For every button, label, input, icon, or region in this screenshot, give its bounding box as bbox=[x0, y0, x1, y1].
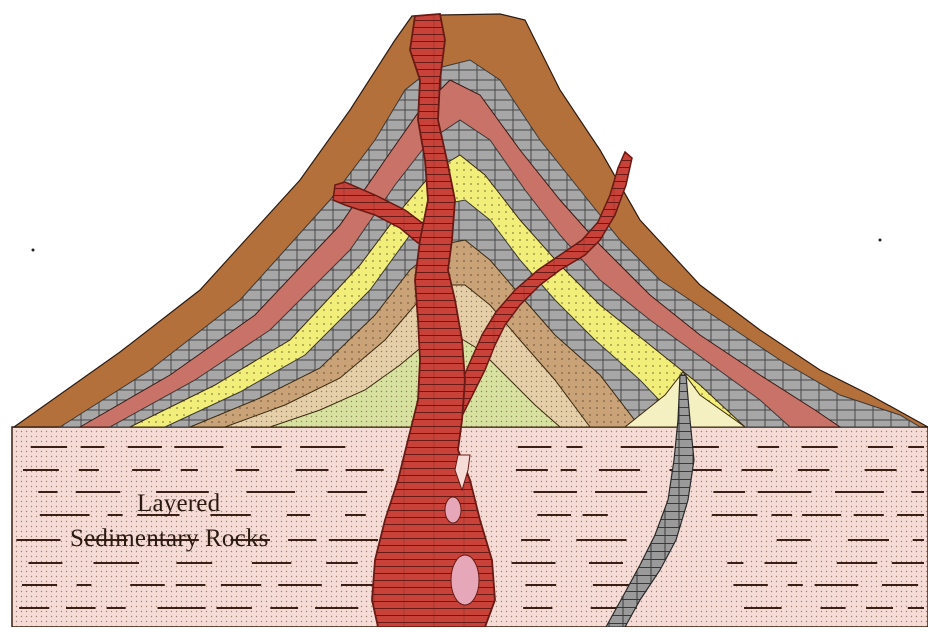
sediment-label-line1: Layered bbox=[137, 490, 220, 518]
magma-inclusion-small bbox=[445, 497, 461, 523]
magma-inclusion-large bbox=[451, 555, 479, 605]
sediment-label-line2: Sedimentary Rocks bbox=[70, 525, 269, 553]
speck-right bbox=[879, 239, 882, 242]
speck-left bbox=[32, 249, 35, 252]
